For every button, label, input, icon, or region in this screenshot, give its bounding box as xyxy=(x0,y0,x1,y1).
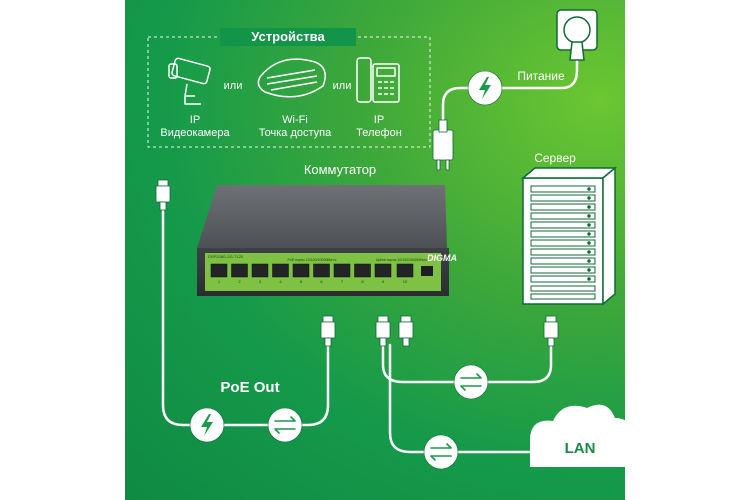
lan-label: LAN xyxy=(564,440,596,457)
port-label: 6 xyxy=(320,279,323,284)
lightning-icon xyxy=(479,77,491,99)
switch-model: DSP208G-2G-T120 xyxy=(208,254,244,259)
rj45-plug-icon xyxy=(375,315,391,347)
ethernet-port xyxy=(210,263,228,278)
rack-led xyxy=(587,205,591,209)
switch-top xyxy=(197,185,447,248)
switch-brand: DIGMA xyxy=(427,253,457,263)
port-label: 8 xyxy=(361,279,364,284)
wifi-label-line2: Точка доступа xyxy=(258,127,332,139)
rack-led xyxy=(587,250,591,254)
rj45-plug-icon xyxy=(320,315,336,347)
data-exchange-icon xyxy=(423,434,459,470)
exchange-glyphs xyxy=(274,373,482,461)
power-cable-line xyxy=(441,53,579,137)
ethernet-port xyxy=(396,263,414,278)
cloud-icon xyxy=(530,404,625,467)
camera-label-line1: IP xyxy=(189,114,201,126)
rack-led xyxy=(587,259,591,263)
wifi-access-point-icon xyxy=(257,58,326,98)
ethernet-port xyxy=(231,263,248,278)
power-outlet-icon xyxy=(556,9,598,61)
devices-title: Устройства xyxy=(251,29,325,44)
rj45-plug-icon xyxy=(155,179,171,211)
ip-camera-icon xyxy=(168,57,211,105)
rack-unit xyxy=(530,266,596,274)
poe-cable-line xyxy=(161,208,330,427)
rack-unit xyxy=(530,221,596,229)
poe-out-label: PoE Out xyxy=(220,379,280,396)
lightning-icon xyxy=(201,414,213,436)
ethernet-port xyxy=(272,263,289,278)
rack-drive xyxy=(530,285,596,292)
cable-plugs xyxy=(155,119,559,347)
rack-unit xyxy=(530,203,596,211)
port-label: 10 xyxy=(402,279,408,284)
or-label: или xyxy=(332,80,352,92)
rack-led xyxy=(587,187,591,191)
rack-led xyxy=(587,277,591,281)
ethernet-port xyxy=(251,263,269,278)
rack-led xyxy=(587,214,591,218)
phone-label-line2: Телефон xyxy=(356,127,402,139)
port-label: 7 xyxy=(340,279,344,284)
lan-cable-line xyxy=(388,343,532,454)
switch-ports xyxy=(210,263,433,278)
ip-phone-icon xyxy=(356,57,400,103)
power-label: Питание xyxy=(517,69,565,83)
rack-unit xyxy=(530,230,596,238)
rack-drive xyxy=(530,293,596,300)
port-label: 2 xyxy=(238,279,241,284)
wifi-label-line1: Wi-Fi xyxy=(282,114,308,126)
rack-led xyxy=(587,241,591,245)
ethernet-port xyxy=(313,263,330,278)
rack-led xyxy=(587,223,591,227)
uplink-ports-caption: Uplink порты 10/100/1000Мбит/с xyxy=(375,258,429,262)
network-diagram: Устройства или или IP Видеокамера Wi-Fi … xyxy=(125,0,625,500)
rack-unit xyxy=(530,185,596,193)
rack-unit xyxy=(530,194,596,202)
rack-unit xyxy=(530,212,596,220)
port-label: 9 xyxy=(381,279,385,284)
switch-title: Коммутатор xyxy=(303,162,377,177)
camera-label-line2: Видеокамера xyxy=(160,127,230,139)
rack-unit xyxy=(530,257,596,265)
data-exchange-icon xyxy=(453,364,489,400)
poe-ports-caption: PoE порты 10/100/1000Мбит/с xyxy=(287,258,337,262)
rack-led xyxy=(587,196,591,200)
devices-title-bg xyxy=(220,28,356,46)
port-label: 3 xyxy=(258,279,262,284)
port-label: 1 xyxy=(217,279,221,284)
rj45-plug-icon xyxy=(543,315,559,347)
rack-led xyxy=(587,268,591,272)
rack-led xyxy=(587,232,591,236)
server-label: Сервер xyxy=(534,151,576,165)
or-label: или xyxy=(223,80,243,92)
sfp-slot xyxy=(421,266,433,276)
rack-unit xyxy=(530,275,596,283)
ethernet-port xyxy=(333,263,351,278)
rack-unit xyxy=(530,248,596,256)
port-label: 4 xyxy=(279,279,282,284)
ethernet-port xyxy=(292,263,310,278)
ethernet-port xyxy=(374,263,392,278)
diagram-canvas xyxy=(147,9,625,470)
badge-glyphs xyxy=(201,77,491,436)
data-exchange-icon xyxy=(267,407,303,443)
network-switch xyxy=(197,185,449,296)
rack-unit xyxy=(530,239,596,247)
ethernet-port xyxy=(354,263,371,278)
server-rack-icon xyxy=(520,166,618,306)
rj45-plug-icon xyxy=(398,315,414,347)
port-label: 5 xyxy=(299,279,303,284)
phone-label-line1: IP xyxy=(373,114,385,126)
power-plug-icon xyxy=(432,119,454,171)
